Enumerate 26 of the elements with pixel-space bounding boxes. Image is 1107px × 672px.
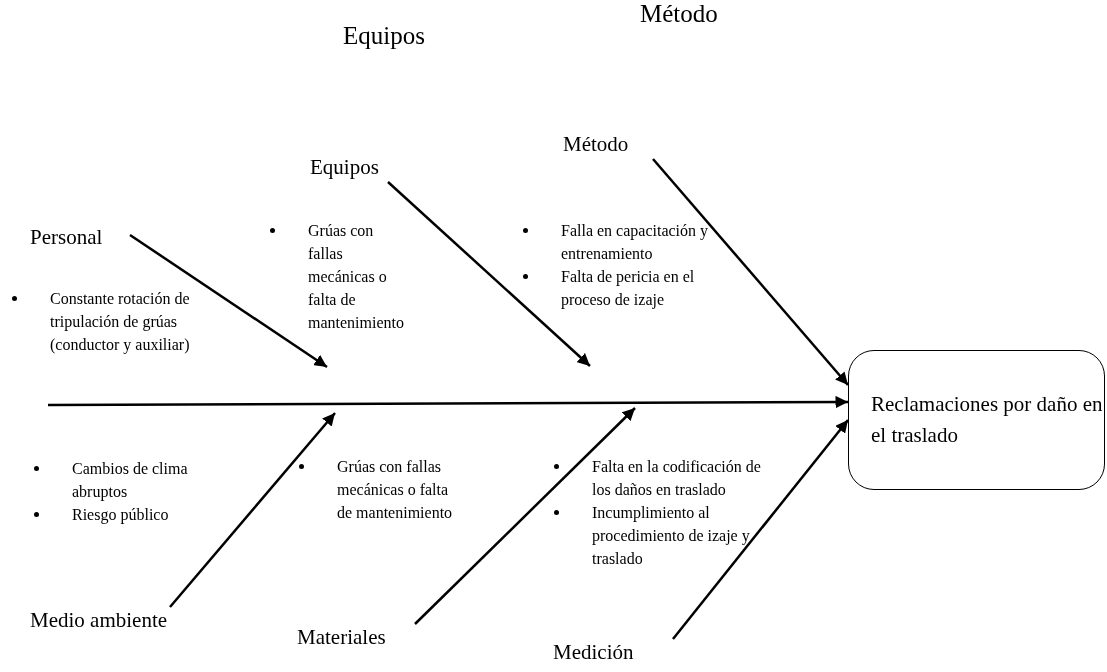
arrow (129, 233, 328, 369)
category-label: Medio ambiente (30, 607, 212, 635)
cause-item: Cambios de clima abruptos (72, 459, 189, 503)
arrow (652, 158, 849, 386)
category-heading: Equipos (343, 22, 425, 50)
arrow (414, 407, 636, 625)
arrow (387, 181, 591, 367)
cause-item: Falta en la codificación de los daños en traslado (592, 457, 762, 500)
cause-item: Riesgo público (72, 505, 170, 526)
cause-item: Grúas con fallas mecánicas o falta de mantenimiento (308, 221, 405, 333)
arrow (48, 395, 848, 409)
category-label: Personal (30, 224, 130, 252)
cause-item: Falta de pericia en el proceso de izaje (561, 267, 696, 311)
category-label: Medición (553, 639, 673, 667)
cause-item: Constante rotación de tripulación de grúas (conductor y auxiliar) (50, 289, 191, 356)
cause-item: Grúas con fallas mecánicas o falta de mantenimiento (337, 457, 454, 523)
cause-item: Incumplimiento al procedimiento de izaje y traslado (592, 503, 751, 569)
category-heading: Método (640, 0, 718, 28)
effect-box (848, 350, 1105, 490)
effect-text: Reclamaciones por daño en el traslado (871, 391, 1104, 449)
arrow (169, 412, 336, 608)
category-label: Materiales (297, 624, 415, 652)
category-label: Equipos (310, 154, 402, 182)
category-label: Método (563, 131, 653, 159)
arrow (672, 419, 849, 640)
cause-item: Falla en capacitación y entrenamiento (561, 221, 710, 264)
